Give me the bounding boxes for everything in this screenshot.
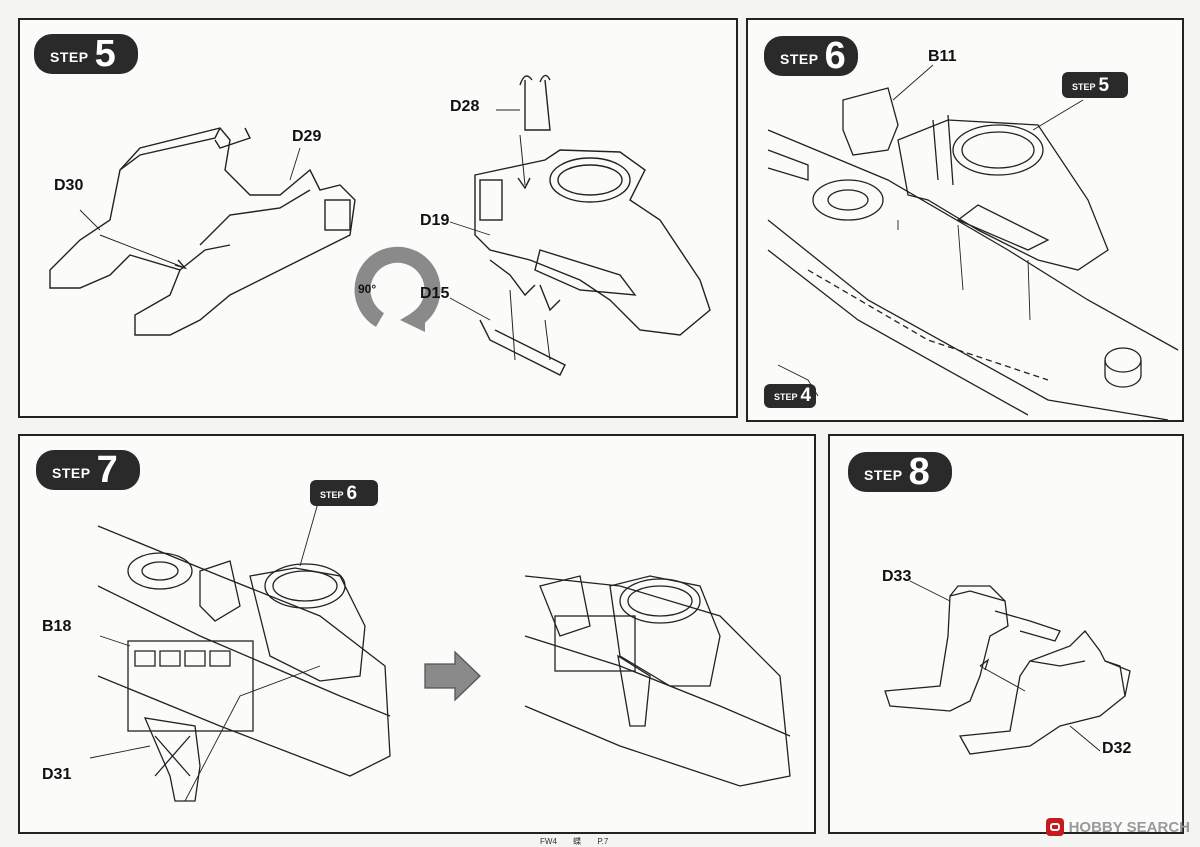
step-word: STEP <box>864 467 903 483</box>
part-label-d29: D29 <box>292 128 322 145</box>
step-5-panel: STEP 5 D30 D29 D28 D19 D15 90° <box>18 18 738 418</box>
step-5-reference-badge: STEP 5 <box>1062 72 1128 98</box>
step-7-badge: STEP 7 <box>36 450 140 490</box>
step-8-illustration <box>884 580 1131 755</box>
part-label-d15: D15 <box>420 285 450 302</box>
footer-title: 蝶 <box>573 837 582 846</box>
step-word: STEP <box>780 51 819 67</box>
hobby-search-logo-icon <box>1045 818 1064 836</box>
step-number: 6 <box>824 35 846 77</box>
part-label-d32: D32 <box>1102 740 1132 757</box>
step-5-badge: STEP 5 <box>34 34 138 74</box>
step-8-badge: STEP 8 <box>848 452 952 492</box>
step-6-illustration <box>767 64 1179 421</box>
watermark-text: HOBBY SEARCH <box>1068 818 1190 836</box>
step-7-illustration <box>89 495 791 802</box>
step-6-badge: STEP 6 <box>764 36 858 76</box>
step-word: STEP <box>50 49 89 65</box>
footer-code: FW4 <box>540 837 557 846</box>
part-label-d30: D30 <box>54 177 84 194</box>
hobby-search-watermark: HOBBY SEARCH <box>1045 818 1190 836</box>
ref-step-number: 5 <box>1098 75 1110 96</box>
part-label-b11: B11 <box>928 48 957 65</box>
step-7-panel: STEP 7 STEP 6 B18 D31 <box>18 434 816 834</box>
page-footer: FW4 蝶 P.7 <box>540 836 622 847</box>
part-label-d28: D28 <box>450 98 480 115</box>
step-number: 8 <box>908 451 930 493</box>
ref-step-word: STEP <box>320 490 344 500</box>
part-label-d19: D19 <box>420 212 450 229</box>
part-label-d33: D33 <box>882 568 912 585</box>
rotate-90-label: 90° <box>358 282 377 296</box>
ref-step-number: 6 <box>346 483 358 504</box>
step-word: STEP <box>52 465 91 481</box>
ref-step-word: STEP <box>1072 82 1096 92</box>
step-6-panel: STEP 6 B11 STEP 5 STEP 4 <box>746 18 1184 422</box>
part-label-d31: D31 <box>42 766 72 783</box>
step-number: 5 <box>94 33 116 75</box>
step-number: 7 <box>96 449 118 491</box>
ref-step-number: 4 <box>800 385 812 406</box>
step-4-reference-badge: STEP 4 <box>764 384 816 408</box>
ref-step-word: STEP <box>774 392 798 402</box>
step-5-illustration <box>49 74 711 376</box>
step-8-panel: STEP 8 D33 D32 <box>828 434 1184 834</box>
footer-page: P.7 <box>597 837 609 846</box>
step-6-reference-badge: STEP 6 <box>310 480 378 506</box>
part-label-b18: B18 <box>42 618 72 635</box>
